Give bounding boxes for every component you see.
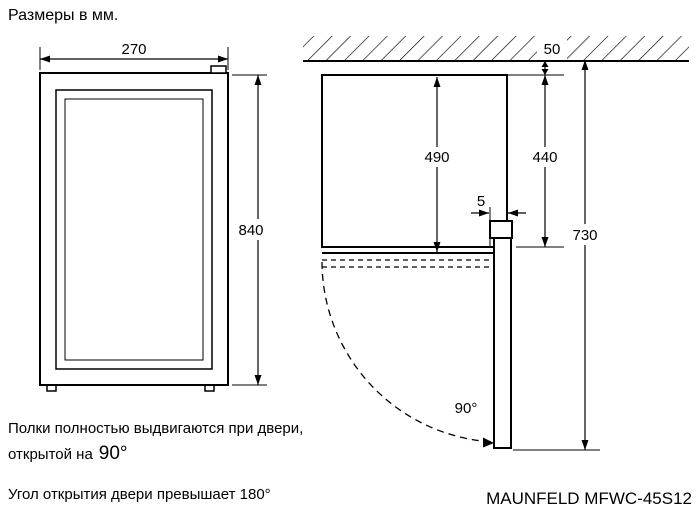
wall-hatch xyxy=(303,36,689,61)
dim-depth-door-open-label: 730 xyxy=(572,227,597,244)
door-open xyxy=(493,237,512,449)
dim-height-label: 840 xyxy=(238,222,263,239)
door-frame-outer xyxy=(55,89,213,370)
note-shelves-line2: открытой на 90° xyxy=(8,443,128,465)
door-swing-arrow-icon xyxy=(483,437,494,448)
dim-width-label: 270 xyxy=(121,41,146,58)
door-swing-arc xyxy=(321,261,495,443)
note-door-angle: Угол открытия двери превышает 180° xyxy=(8,486,271,503)
note-shelves-line1: Полки полностью выдвигаются при двери, xyxy=(8,420,304,437)
dim-width: 270 xyxy=(39,41,229,70)
door-angle-label: 90° xyxy=(455,400,478,417)
dim-depth-body: 440 xyxy=(527,75,563,247)
door-frame-inner xyxy=(64,98,204,361)
dim-wall-clearance-label: 50 xyxy=(544,41,561,58)
page-title: Размеры в мм. xyxy=(8,7,119,24)
note-shelves-line2-prefix: открытой на xyxy=(8,446,93,463)
door-swing: 90° xyxy=(321,261,495,448)
door-open-group xyxy=(489,220,513,449)
front-view xyxy=(39,65,229,392)
hinge-cap xyxy=(210,65,227,74)
front-view-outline xyxy=(39,72,229,386)
cabinet-top-view xyxy=(321,74,564,268)
dim-height: 840 xyxy=(232,74,267,386)
dim-depth-body-label: 440 xyxy=(532,149,557,166)
dim-door-offset-label: 5 xyxy=(477,193,485,210)
dim-depth-label: 490 xyxy=(424,149,449,166)
cabinet-outline xyxy=(321,74,508,248)
model-label: MAUNFELD MFWC-45S12 xyxy=(486,489,692,508)
dim-depth-door-open: 730 xyxy=(513,60,604,451)
door-hinge xyxy=(489,220,513,239)
foot-right-icon xyxy=(204,384,215,392)
dim-wall-clearance: 50 xyxy=(541,41,561,75)
dim-depth: 490 xyxy=(419,77,455,252)
note-shelves-angle: 90° xyxy=(98,443,128,464)
foot-left-icon xyxy=(46,384,57,392)
